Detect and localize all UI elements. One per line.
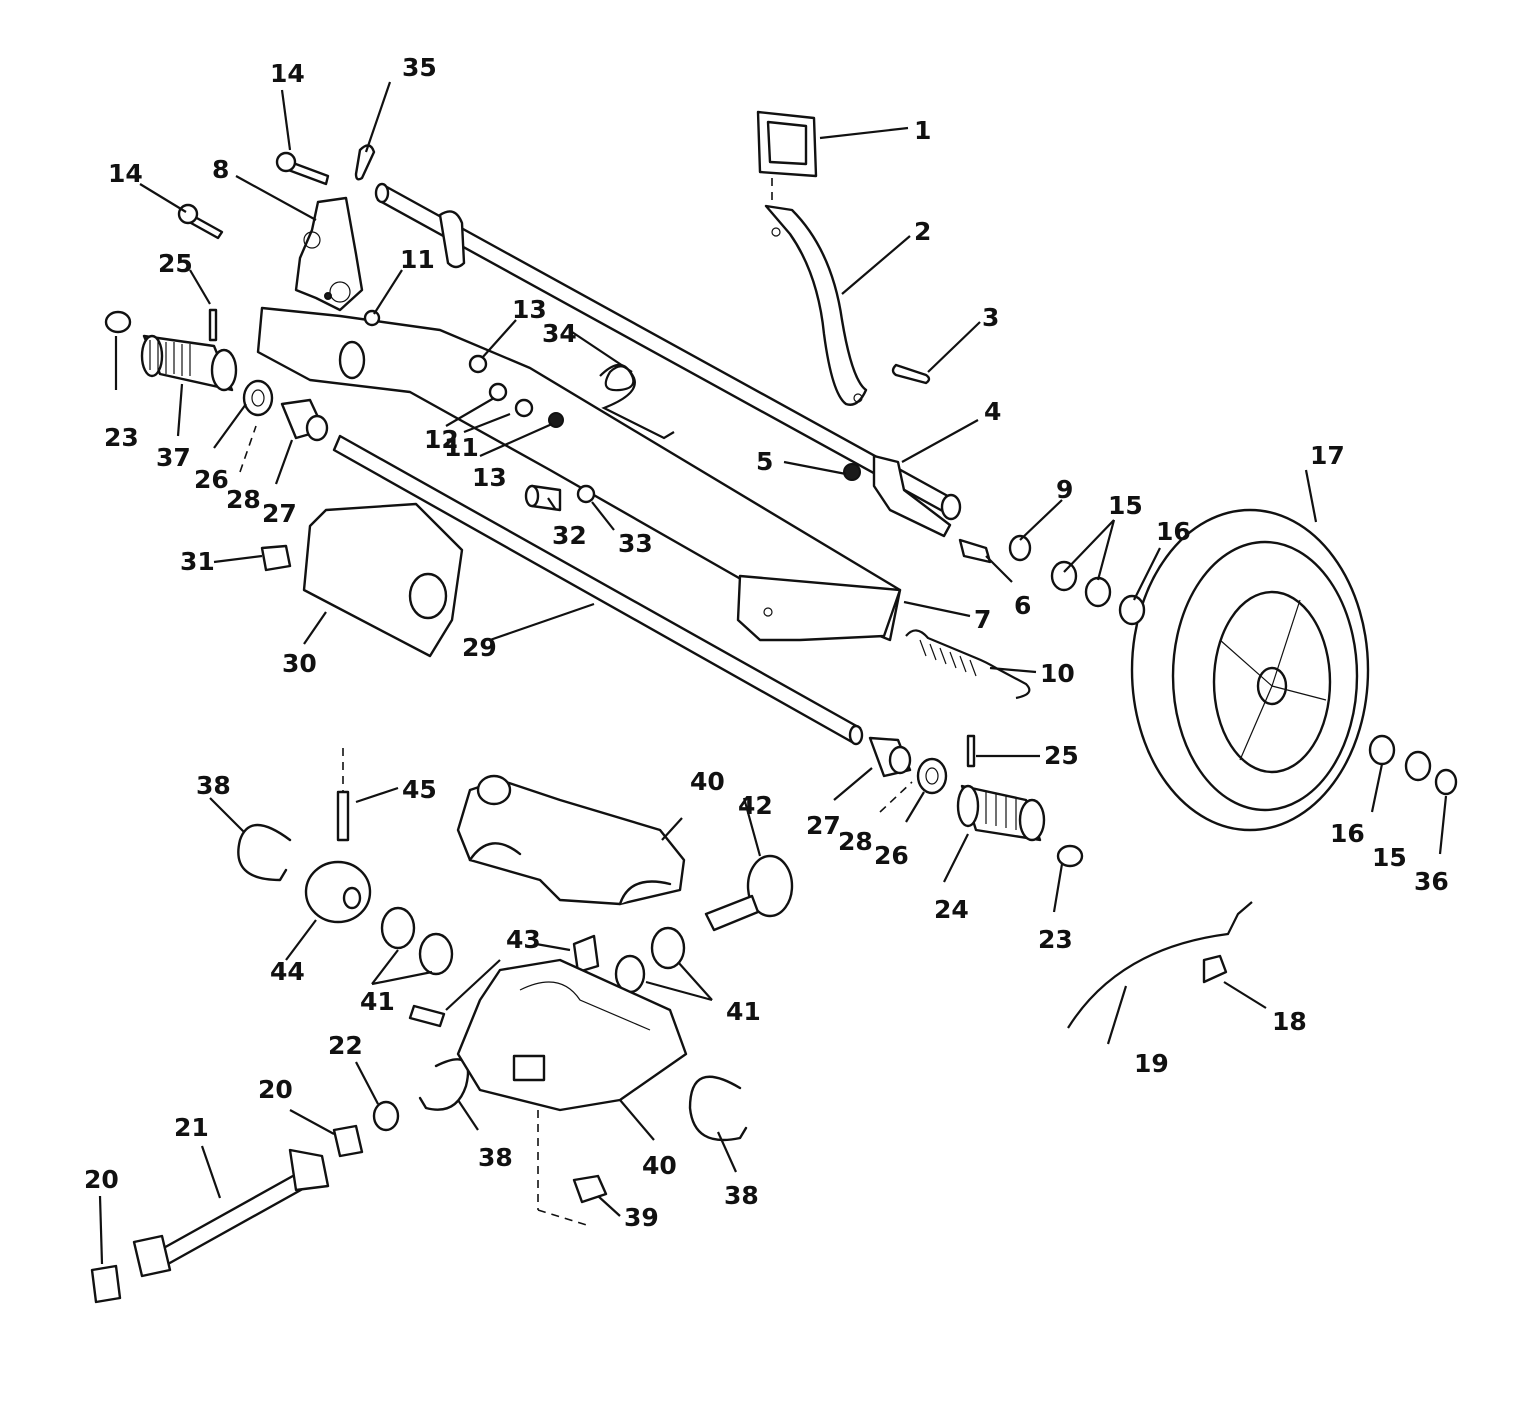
callout-13-upper: 13: [512, 295, 547, 324]
callout-4: 4: [984, 397, 1001, 426]
callout-45: 45: [402, 775, 437, 804]
callout-35: 35: [402, 53, 437, 82]
callout-7: 7: [974, 605, 991, 634]
callout-17: 17: [1310, 441, 1345, 470]
drive-shaft-part: [90, 1100, 400, 1304]
callout-26-left: 26: [194, 465, 229, 494]
gear-housing-bottom-part: [456, 958, 688, 1227]
callout-16-upper: 16: [1156, 517, 1191, 546]
gear-housing-top-part: [456, 774, 686, 906]
callout-27-left: 27: [262, 499, 297, 528]
callout-8: 8: [212, 155, 229, 184]
callout-25-left: 25: [158, 249, 193, 278]
callout-23-left: 23: [104, 423, 139, 452]
small-hardware-part: [363, 309, 564, 428]
callout-19: 19: [1134, 1049, 1169, 1078]
callout-34: 34: [542, 319, 577, 348]
callout-2: 2: [914, 217, 931, 246]
cotter-pin-part: [891, 363, 931, 385]
handle-grip-part: [756, 110, 818, 206]
callout-3: 3: [982, 303, 999, 332]
callout-20-right: 20: [258, 1075, 293, 1104]
upper-axle-part: [374, 182, 962, 521]
callout-20-left: 20: [84, 1165, 119, 1194]
callout-30: 30: [282, 649, 317, 678]
callout-11-upper: 11: [400, 245, 435, 274]
callout-25-right: 25: [1044, 741, 1079, 770]
pinion-gear-part: [704, 854, 794, 932]
callout-22: 22: [328, 1031, 363, 1060]
callout-29: 29: [462, 633, 497, 662]
thrust-washer-part: [380, 906, 686, 994]
callout-41-left: 41: [360, 987, 395, 1016]
callout-5: 5: [756, 447, 773, 476]
extension-spring-part: [905, 629, 1031, 700]
callout-9: 9: [1056, 475, 1073, 504]
drive-gear-part: [304, 748, 372, 924]
hex-nut-part: [572, 1174, 608, 1204]
callout-11-lower: 11: [444, 433, 479, 462]
callout-33: 33: [618, 529, 653, 558]
handle-plate-part: [256, 306, 902, 642]
callout-23-right: 23: [1038, 925, 1073, 954]
callout-12: 12: [424, 425, 459, 454]
callout-36: 36: [1414, 867, 1449, 896]
callout-42: 42: [738, 791, 773, 820]
callout-15-upper: 15: [1108, 491, 1143, 520]
knurled-roller-part: [104, 310, 1084, 868]
callout-39: 39: [624, 1203, 659, 1232]
callout-40-lower: 40: [642, 1151, 677, 1180]
callout-28-left: 28: [226, 485, 261, 514]
parts-drawing: [90, 110, 1458, 1304]
callout-24: 24: [934, 895, 969, 924]
callout-31: 31: [180, 547, 215, 576]
callout-38-middle: 38: [478, 1143, 513, 1172]
grease-fitting-part: [408, 934, 600, 1028]
callout-40-upper: 40: [690, 767, 725, 796]
callout-43: 43: [506, 925, 541, 954]
bushing-part: [242, 379, 948, 795]
pivot-pin-part: [524, 484, 596, 512]
side-plate-part: [294, 196, 364, 312]
gear-cover-part: [260, 502, 464, 658]
callout-numbers: 1 2 3 4 5 6 7 8 9 10 11 11 12 13 13 14 1…: [84, 53, 1449, 1232]
callout-15-lower: 15: [1372, 843, 1407, 872]
wheel-part: [1130, 508, 1370, 832]
callout-41-right: 41: [726, 997, 761, 1026]
bolt-part: [177, 144, 376, 240]
callout-6: 6: [1014, 591, 1031, 620]
wheel-washers-part: [1008, 534, 1458, 796]
height-adjust-bracket-part: [764, 204, 868, 406]
wheel-bracket-part: [843, 454, 992, 564]
roll-pin-part: [208, 308, 976, 768]
callout-37: 37: [156, 443, 191, 472]
callout-38-right: 38: [724, 1181, 759, 1210]
cable-part: [1067, 901, 1253, 1029]
leader-lines: [98, 81, 1448, 1265]
callout-44: 44: [270, 957, 305, 986]
callout-28-right: 28: [838, 827, 873, 856]
callout-14-lower: 14: [108, 159, 143, 188]
lower-shaft-part: [332, 434, 864, 746]
callout-27-right: 27: [806, 811, 841, 840]
callout-10: 10: [1040, 659, 1075, 688]
callout-18: 18: [1272, 1007, 1307, 1036]
callout-26-right: 26: [874, 841, 909, 870]
callout-14-upper: 14: [270, 59, 305, 88]
callout-32: 32: [552, 521, 587, 550]
callout-38-upper: 38: [196, 771, 231, 800]
callout-16-lower: 16: [1330, 819, 1365, 848]
callout-21: 21: [174, 1113, 209, 1142]
callout-13-lower: 13: [472, 463, 507, 492]
callout-1: 1: [914, 116, 931, 145]
